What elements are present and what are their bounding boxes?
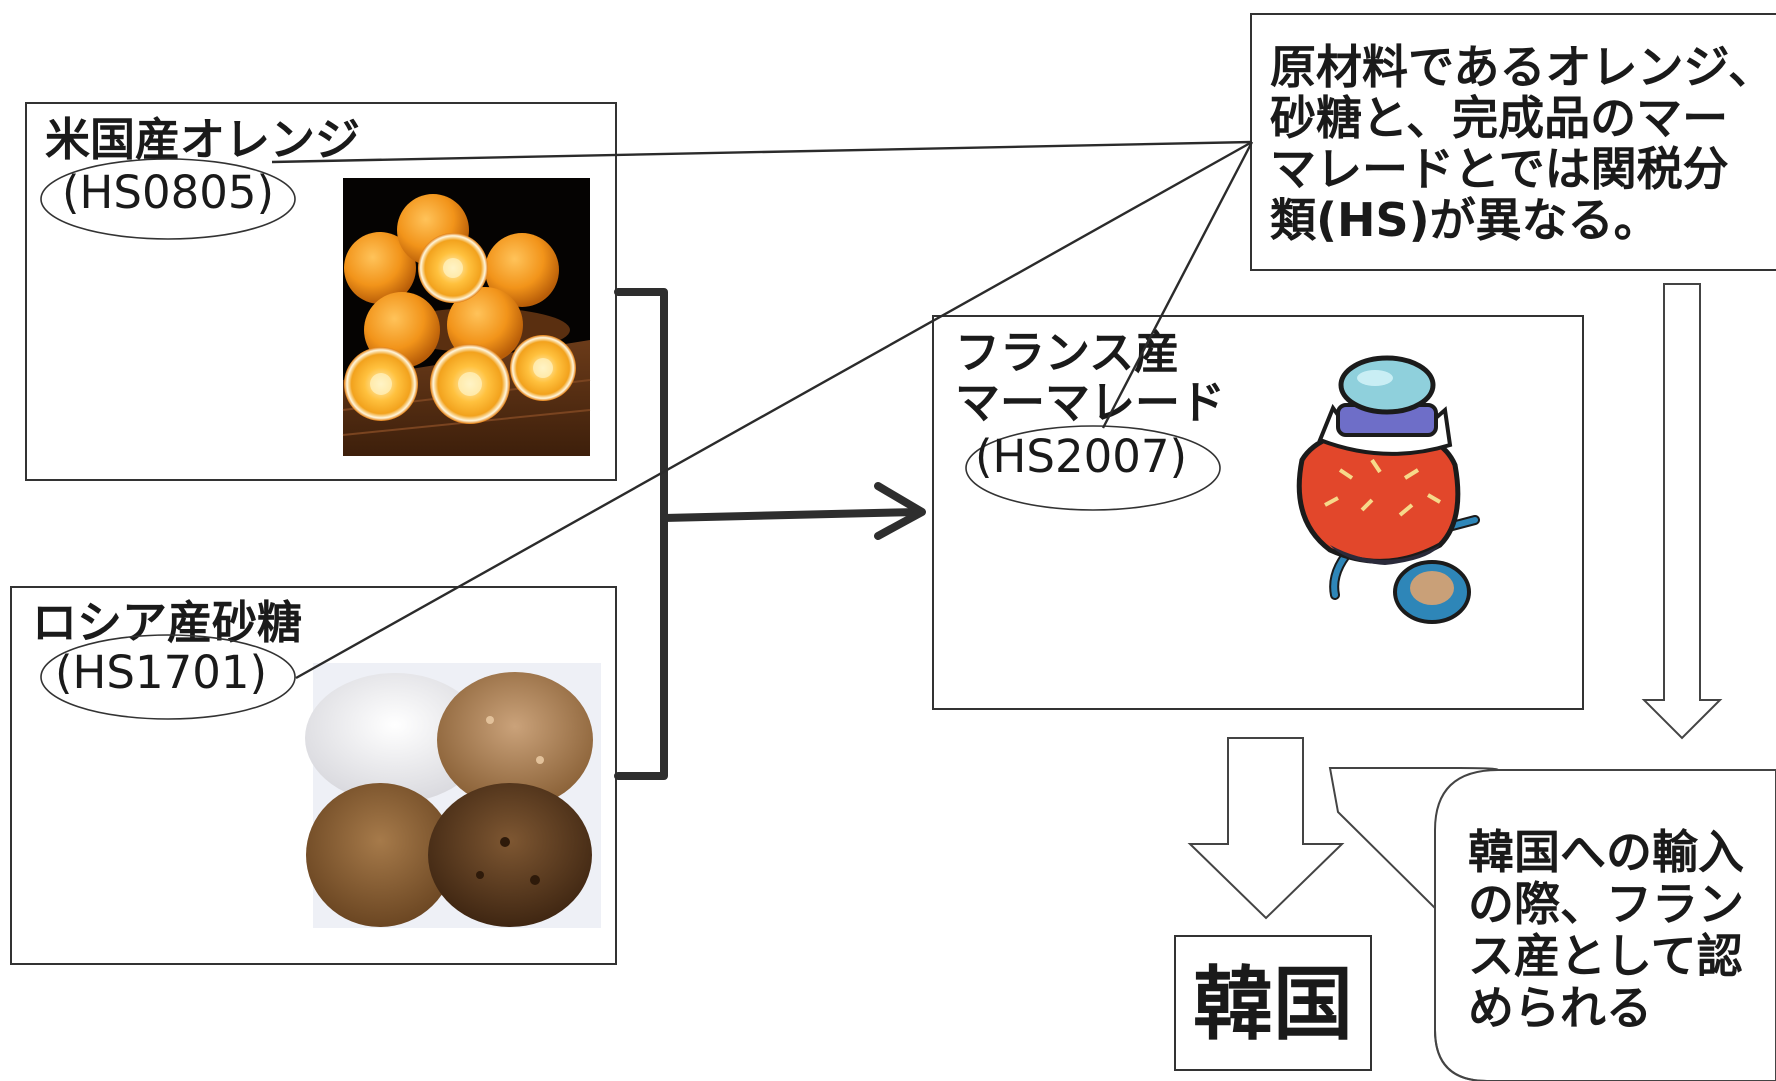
- marmalade-box: フランス産 マーマレード (HS2007): [932, 315, 1584, 710]
- korea-label: 韓国: [1193, 958, 1353, 1051]
- hs-difference-callout: 原材料であるオレンジ、 砂糖と、完成品のマー マレードとでは関税分 類(HS)が…: [1250, 13, 1776, 271]
- korea-destination: 韓国: [1174, 935, 1372, 1071]
- orange-box-title: 米国産オレンジ: [45, 113, 360, 166]
- sugar-box: ロシア産砂糖 (HS1701): [10, 586, 617, 965]
- korea-down-arrow: [1187, 737, 1345, 920]
- hs-callout-line3: マレードとでは関税分: [1270, 142, 1729, 196]
- sugar-box-title: ロシア産砂糖: [32, 596, 302, 649]
- bubble-line2: の際、フラン: [1468, 877, 1744, 931]
- marmalade-title-line2: マーマレード: [955, 376, 1225, 429]
- korea-box-frame: [1174, 935, 1372, 1071]
- orange-box: 米国産オレンジ (HS0805): [25, 102, 617, 481]
- hs-callout-line4: 類(HS)が異なる。: [1270, 193, 1660, 247]
- leader-to-orange: [271, 140, 1253, 164]
- orange-hs-ellipse: [40, 158, 296, 240]
- sugar-hs-code: (HS1701): [55, 646, 267, 699]
- arrow-head: [874, 482, 926, 540]
- oranges-photo: [342, 178, 591, 456]
- hs-callout-line2: 砂糖と、完成品のマー: [1270, 91, 1728, 145]
- bubble-line1: 韓国への輸入: [1468, 825, 1744, 879]
- sugar-photo: [305, 663, 601, 928]
- callout-leader-lines: [271, 140, 1254, 680]
- bubble-line4: められる: [1468, 981, 1652, 1035]
- sugar-hs-ellipse: [40, 634, 296, 720]
- marmalade-box-frame: [932, 315, 1584, 710]
- combine-bracket: [614, 288, 668, 780]
- marmalade-hs-code: (HS2007): [975, 430, 1187, 483]
- origin-recognition-bubble: 韓国への輸入 の際、フラン ス産として認 められる: [1328, 766, 1776, 1081]
- leader-to-sugar: [295, 140, 1253, 680]
- marmalade-jar-icon: [1296, 355, 1480, 624]
- right-down-arrow: [1641, 283, 1723, 740]
- bubble-line3: ス産として認: [1468, 929, 1743, 983]
- hs-callout-line1: 原材料であるオレンジ、: [1270, 40, 1774, 94]
- orange-hs-code: (HS0805): [62, 166, 274, 219]
- combine-arrow: [614, 288, 926, 780]
- marmalade-hs-ellipse: [965, 425, 1221, 511]
- arrow-shaft: [660, 508, 922, 522]
- leader-to-marmalade: [1101, 141, 1254, 429]
- marmalade-title-line1: フランス産: [955, 326, 1179, 379]
- hs-callout-frame: [1250, 13, 1776, 271]
